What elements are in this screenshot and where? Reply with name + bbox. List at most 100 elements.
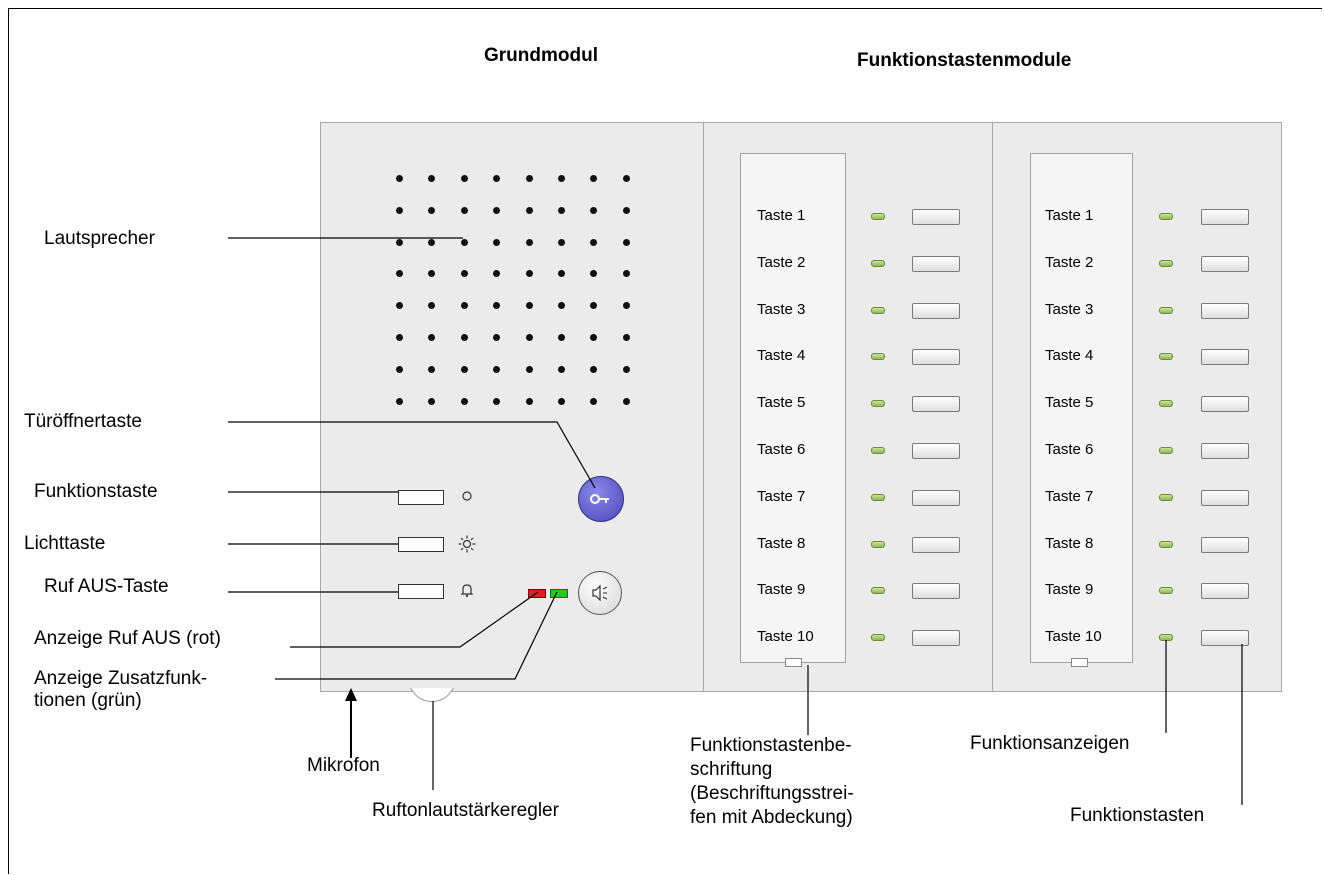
function-key[interactable] [1201, 302, 1249, 319]
function-indicator-led [871, 634, 885, 642]
function-indicator-led [1159, 540, 1173, 548]
function-key[interactable] [912, 536, 960, 553]
function-key[interactable] [1201, 209, 1249, 225]
function-indicator-led [871, 213, 885, 220]
function-key-button[interactable] [398, 490, 444, 505]
grille-dot [396, 270, 403, 278]
grille-dot [460, 238, 468, 246]
grille-dot [525, 206, 533, 214]
function-key[interactable] [912, 396, 960, 413]
grille-dot [622, 206, 630, 214]
function-indicator-led [1159, 447, 1173, 454]
function-key[interactable] [1201, 536, 1249, 553]
grille-dot [622, 334, 630, 341]
red-led [528, 589, 546, 598]
grille-dot [590, 302, 598, 310]
heading-function-modules: Funktionstastenmodule [857, 50, 1072, 71]
function-key[interactable] [912, 209, 960, 225]
base-module-panel [320, 122, 704, 692]
grille-dot [428, 334, 436, 341]
label-door-opener: Türöffnertaste [24, 411, 142, 432]
function-key[interactable] [912, 630, 960, 647]
grille-dot [622, 270, 630, 278]
label-function-key: Funktionstaste [34, 481, 158, 502]
label-extra-indicator-line1: Anzeige Zusatzfunk- [34, 668, 208, 689]
grille-dot [428, 397, 436, 405]
grille-dot [525, 302, 533, 310]
function-indicator-led [871, 540, 885, 548]
function-key[interactable] [1201, 255, 1249, 272]
label-labeling-line4: fen mit Abdeckung) [690, 807, 853, 828]
grille-dot [428, 270, 436, 278]
function-key[interactable] [1201, 630, 1249, 647]
grille-dot [525, 270, 533, 278]
labeling-strip-1 [740, 153, 846, 663]
strip-cover-tab-2 [1071, 658, 1088, 667]
speaker-button[interactable] [578, 571, 622, 615]
key-label: Taste 5 [1045, 394, 1094, 412]
key-label: Taste 8 [757, 534, 806, 552]
grille-dot [396, 302, 403, 310]
label-extra-indicator-line2: tionen (grün) [34, 690, 142, 711]
label-light-key: Lichttaste [24, 533, 106, 554]
green-led [550, 589, 568, 598]
grille-dot [460, 270, 468, 278]
function-key[interactable] [912, 489, 960, 506]
function-key[interactable] [912, 583, 960, 600]
label-ring-volume: Ruftonlautstärkeregler [372, 800, 559, 821]
light-key-button[interactable] [398, 537, 444, 552]
label-microphone: Mikrofon [307, 755, 380, 776]
grille-dot [460, 302, 468, 310]
label-call-off-indicator: Anzeige Ruf AUS (rot) [34, 628, 221, 649]
key-label: Taste 1 [757, 207, 806, 224]
function-key[interactable] [912, 443, 960, 459]
key-label: Taste 3 [757, 300, 806, 318]
function-key[interactable] [1201, 583, 1249, 600]
grille-dot [428, 302, 436, 310]
grille-dot [493, 334, 501, 341]
bell-icon [459, 582, 475, 602]
grille-dot [396, 365, 403, 373]
grille-dot [558, 334, 565, 341]
grille-dot [460, 397, 468, 405]
grille-dot [396, 238, 403, 246]
grille-dot [525, 175, 533, 182]
function-indicator-led [1159, 493, 1173, 501]
grille-dot [558, 270, 565, 278]
grille-dot [622, 302, 630, 310]
grille-dot [558, 397, 565, 405]
grille-dot [493, 365, 501, 373]
call-off-key-button[interactable] [398, 584, 444, 599]
door-opener-button[interactable] [578, 476, 624, 522]
function-key[interactable] [912, 349, 960, 366]
grille-dot [525, 397, 533, 405]
key-label: Taste 6 [1045, 441, 1094, 458]
grille-dot [558, 365, 565, 373]
strip-cover-tab-1 [785, 658, 802, 667]
function-indicator-led [1159, 213, 1173, 220]
grille-dot [590, 238, 598, 246]
grille-dot [590, 365, 598, 373]
grille-dot [622, 365, 630, 373]
grille-dot [493, 397, 501, 405]
grille-dot [493, 175, 501, 182]
function-key[interactable] [1201, 349, 1249, 366]
function-key[interactable] [1201, 489, 1249, 506]
function-indicator-led [871, 353, 885, 361]
grille-dot [493, 238, 501, 246]
grille-dot [525, 365, 533, 373]
grille-dot [590, 397, 598, 405]
function-indicator-led [871, 306, 885, 314]
grille-dot [396, 334, 403, 341]
key-label: Taste 8 [1045, 534, 1094, 552]
grille-dot [622, 397, 630, 405]
function-key[interactable] [1201, 396, 1249, 413]
grille-dot [428, 206, 436, 214]
ring-volume-knob[interactable] [408, 688, 456, 702]
function-key[interactable] [1201, 443, 1249, 459]
function-key[interactable] [912, 255, 960, 272]
function-indicator-led [1159, 587, 1173, 595]
key-label: Taste 7 [757, 487, 806, 505]
function-key[interactable] [912, 302, 960, 319]
grille-dot [558, 238, 565, 246]
